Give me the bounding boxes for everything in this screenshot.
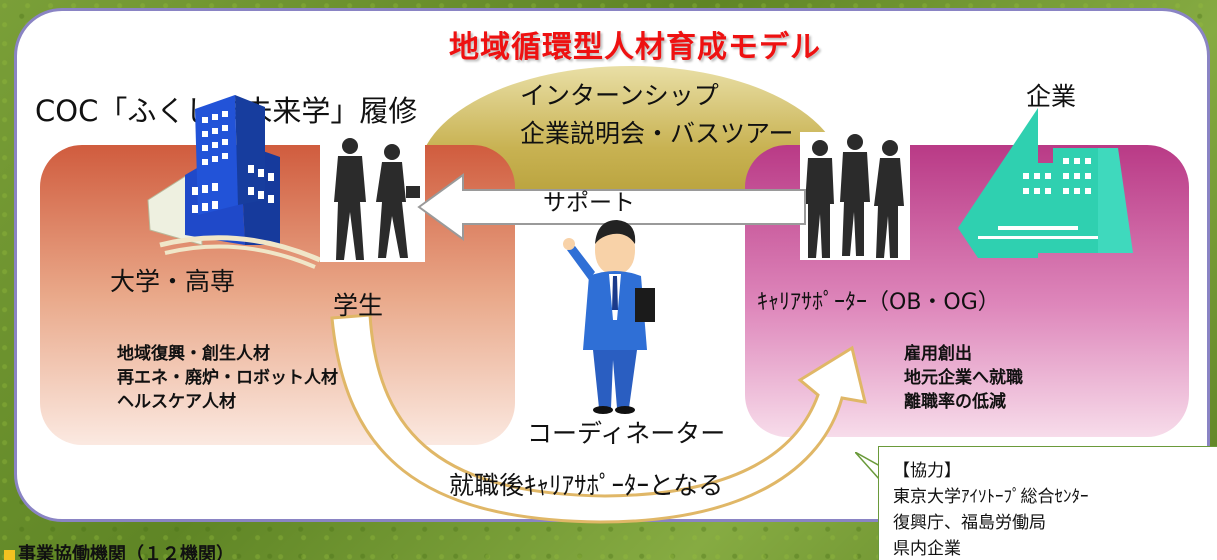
list-item: 地元企業へ就職	[904, 368, 1023, 388]
university-label: 大学・高専	[110, 267, 236, 296]
partner-institutions-text: 事業協働機関（１２機関）	[18, 544, 234, 560]
company-label: 企業	[1026, 82, 1077, 111]
partner-institutions-label: 事業協働機関（１２機関）	[4, 540, 234, 560]
after-employment-label: 就職後ｷｬﾘｱｻﾎﾟｰﾀｰとなる	[449, 471, 724, 500]
bullet-square-icon	[4, 549, 15, 560]
callout-line: 東京大学ｱｲｿﾄｰﾌﾟ総合ｾﾝﾀｰ	[893, 487, 1089, 507]
student-silhouettes-icon	[320, 132, 425, 262]
university-building-icon	[147, 95, 322, 269]
coordinator-figure-icon	[563, 220, 655, 414]
supporter-silhouettes-icon	[800, 132, 910, 260]
list-item: 離職率の低減	[904, 392, 1006, 412]
list-item: 再エネ・廃炉・ロボット人材	[117, 368, 338, 388]
support-label: サポート	[543, 190, 635, 216]
list-item: 地域復興・創生人材	[117, 344, 270, 364]
outcome-list: 雇用創出 地元企業へ就職 離職率の低減	[904, 342, 1023, 414]
callout-line: 復興庁、福島労働局	[893, 513, 1046, 533]
career-supporter-label: ｷｬﾘｱｻﾎﾟｰﾀｰ（OB・OG）	[757, 290, 1000, 315]
arch-line-internship: インターンシップ	[520, 81, 719, 110]
list-item: ヘルスケア人材	[117, 392, 236, 412]
callout-line: 県内企業	[893, 539, 961, 559]
diagram-title: 地域循環型人材育成モデル	[449, 30, 821, 65]
list-item: 雇用創出	[904, 344, 972, 364]
student-label: 学生	[333, 291, 384, 320]
callout-heading: 【協力】	[893, 461, 961, 481]
talent-list: 地域復興・創生人材 再エネ・廃炉・ロボット人材 ヘルスケア人材	[117, 342, 338, 414]
company-building-icon	[958, 108, 1133, 258]
arch-line-company-events: 企業説明会・バスツアー	[520, 119, 794, 148]
cooperation-callout	[878, 446, 1217, 560]
coordinator-label: コーディネーター	[527, 419, 726, 448]
support-arrow	[417, 173, 806, 241]
